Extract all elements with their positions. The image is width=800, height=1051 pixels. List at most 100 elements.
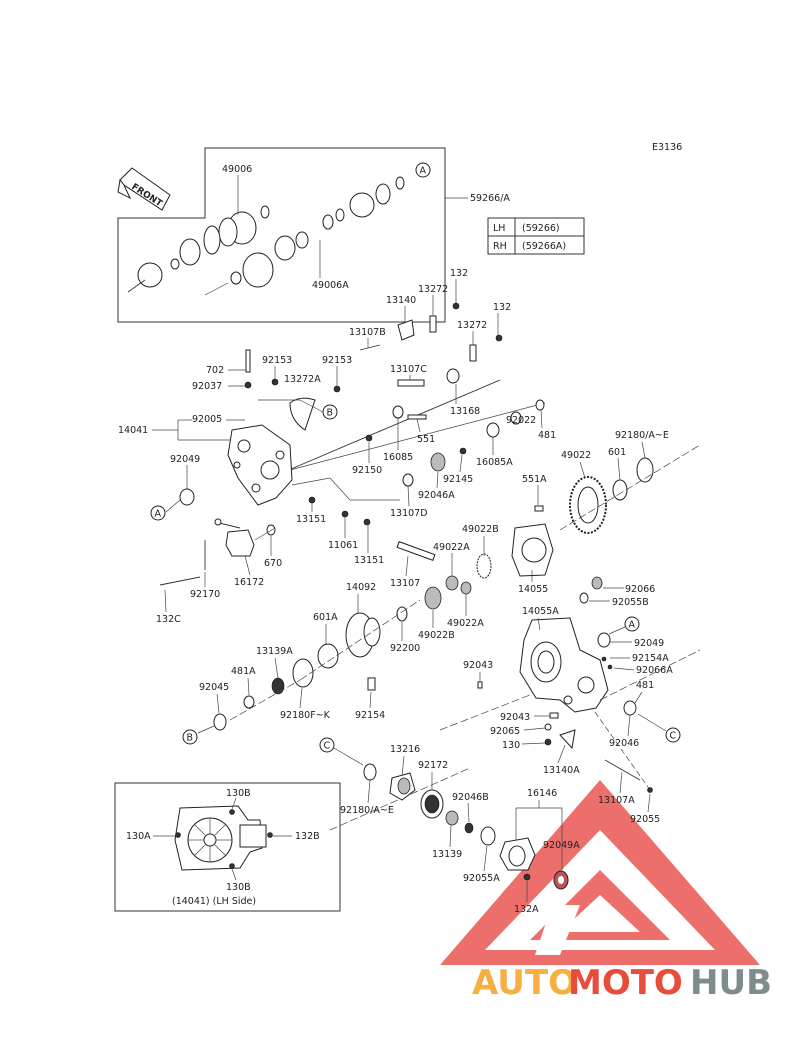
part-92046: 92046 bbox=[609, 738, 639, 749]
part-49006A: 49006A bbox=[312, 280, 349, 291]
inset-130B-top: 130B bbox=[226, 788, 251, 799]
part-49022Bb: 49022B bbox=[418, 630, 455, 641]
part-13107A: 13107A bbox=[598, 795, 635, 806]
gear-case-14055A bbox=[477, 617, 637, 750]
inset-130A: 130A bbox=[126, 831, 151, 842]
part-132a: 132 bbox=[450, 268, 468, 279]
side-table: LH (59266) RH (59266A) bbox=[487, 217, 585, 255]
part-92049A: 92049A bbox=[543, 840, 580, 851]
part-92153b: 92153 bbox=[322, 355, 352, 366]
watermark-moto: MOTO bbox=[568, 963, 683, 1003]
part-92046A: 92046A bbox=[418, 490, 455, 501]
part-14055: 14055 bbox=[518, 584, 548, 595]
part-92043a: 92043 bbox=[463, 660, 493, 671]
part-92172: 92172 bbox=[418, 760, 448, 771]
part-92180AE2: 92180/A~E bbox=[340, 805, 394, 816]
part-92005: 92005 bbox=[192, 414, 222, 425]
part-59266A: 59266/A bbox=[470, 193, 510, 204]
part-132b: 132 bbox=[493, 302, 511, 313]
callout-a-left: A bbox=[150, 505, 166, 521]
ring-gear-49022 bbox=[569, 457, 654, 534]
shift-parts bbox=[244, 302, 546, 512]
gear-case-14041 bbox=[227, 424, 293, 506]
part-92046B: 92046B bbox=[452, 792, 489, 803]
part-92153a: 92153 bbox=[262, 355, 292, 366]
part-130: 130 bbox=[502, 740, 520, 751]
table-lh-side: LH bbox=[493, 223, 505, 234]
part-92049a: 92049 bbox=[170, 454, 200, 465]
part-16146: 16146 bbox=[527, 788, 557, 799]
drive-shaft bbox=[127, 168, 405, 296]
part-92154: 92154 bbox=[355, 710, 385, 721]
part-13272a: 13272 bbox=[418, 284, 448, 295]
callout-c-right: C bbox=[665, 727, 681, 743]
part-92170: 92170 bbox=[190, 589, 220, 600]
part-670: 670 bbox=[264, 558, 282, 569]
part-49022Ab: 49022A bbox=[447, 618, 484, 629]
part-92055B: 92055B bbox=[612, 597, 649, 608]
svg-text:A: A bbox=[629, 620, 636, 631]
part-14041: 14041 bbox=[118, 425, 148, 436]
part-92180FK: 92180F~K bbox=[280, 710, 331, 721]
part-13151b: 13151 bbox=[354, 555, 384, 566]
part-16085A: 16085A bbox=[476, 457, 513, 468]
table-lh-part: (59266) bbox=[522, 223, 560, 234]
part-92180AE: 92180/A~E bbox=[615, 430, 669, 441]
part-49006: 49006 bbox=[222, 164, 252, 175]
inset-132B: 132B bbox=[295, 831, 320, 842]
part-92145: 92145 bbox=[443, 474, 473, 485]
part-601A: 601A bbox=[313, 612, 338, 623]
part-14055A: 14055A bbox=[522, 606, 559, 617]
svg-text:C: C bbox=[324, 741, 331, 752]
part-16085: 16085 bbox=[383, 452, 413, 463]
table-rh-part: (59266A) bbox=[522, 241, 566, 252]
part-551: 551 bbox=[417, 434, 435, 445]
part-49022: 49022 bbox=[561, 450, 591, 461]
part-92043b: 92043 bbox=[500, 712, 530, 723]
part-92066: 92066 bbox=[625, 584, 655, 595]
svg-text:B: B bbox=[187, 733, 194, 744]
part-13139A: 13139A bbox=[256, 646, 293, 657]
part-13272b: 13272 bbox=[457, 320, 487, 331]
part-481a: 481 bbox=[538, 430, 556, 441]
svg-text:A: A bbox=[155, 509, 162, 520]
part-49022A: 49022A bbox=[433, 542, 470, 553]
inset-130B-bottom: 130B bbox=[226, 882, 251, 893]
part-13107D: 13107D bbox=[390, 508, 428, 519]
table-rh-side: RH bbox=[493, 241, 507, 252]
part-92055: 92055 bbox=[630, 814, 660, 825]
part-92154A: 92154A bbox=[632, 653, 669, 664]
part-92200: 92200 bbox=[390, 643, 420, 654]
part-132C: 132C bbox=[156, 614, 181, 625]
callout-a-top: A bbox=[415, 162, 431, 178]
part-11061: 11061 bbox=[328, 540, 358, 551]
part-13168: 13168 bbox=[450, 406, 480, 417]
part-13107B: 13107B bbox=[349, 327, 386, 338]
diff-gears bbox=[396, 523, 554, 610]
actuator-16172 bbox=[159, 518, 276, 586]
callout-a-right: A bbox=[624, 616, 640, 632]
part-551A: 551A bbox=[522, 474, 547, 485]
callout-b-lower: B bbox=[182, 729, 198, 745]
part-601: 601 bbox=[608, 447, 626, 458]
shaft-group-frame bbox=[117, 147, 446, 323]
part-132A: 132A bbox=[514, 904, 539, 915]
part-13216: 13216 bbox=[390, 744, 420, 755]
diagram-code: E3136 bbox=[652, 142, 682, 153]
part-92066A: 92066A bbox=[636, 665, 673, 676]
part-13140A: 13140A bbox=[543, 765, 580, 776]
inset-caption: (14041) (LH Side) bbox=[172, 896, 256, 907]
part-481b: 481 bbox=[636, 680, 654, 691]
svg-text:A: A bbox=[420, 166, 427, 177]
watermark-hub: HUB bbox=[690, 963, 772, 1003]
part-13272A: 13272A bbox=[284, 374, 321, 385]
svg-text:B: B bbox=[327, 408, 334, 419]
part-14092: 14092 bbox=[346, 582, 376, 593]
watermark-logo-icon bbox=[440, 780, 760, 965]
part-13139: 13139 bbox=[432, 849, 462, 860]
part-13107: 13107 bbox=[390, 578, 420, 589]
part-13151a: 13151 bbox=[296, 514, 326, 525]
callout-c-left: C bbox=[319, 737, 335, 753]
inset-lh-side bbox=[114, 782, 341, 912]
